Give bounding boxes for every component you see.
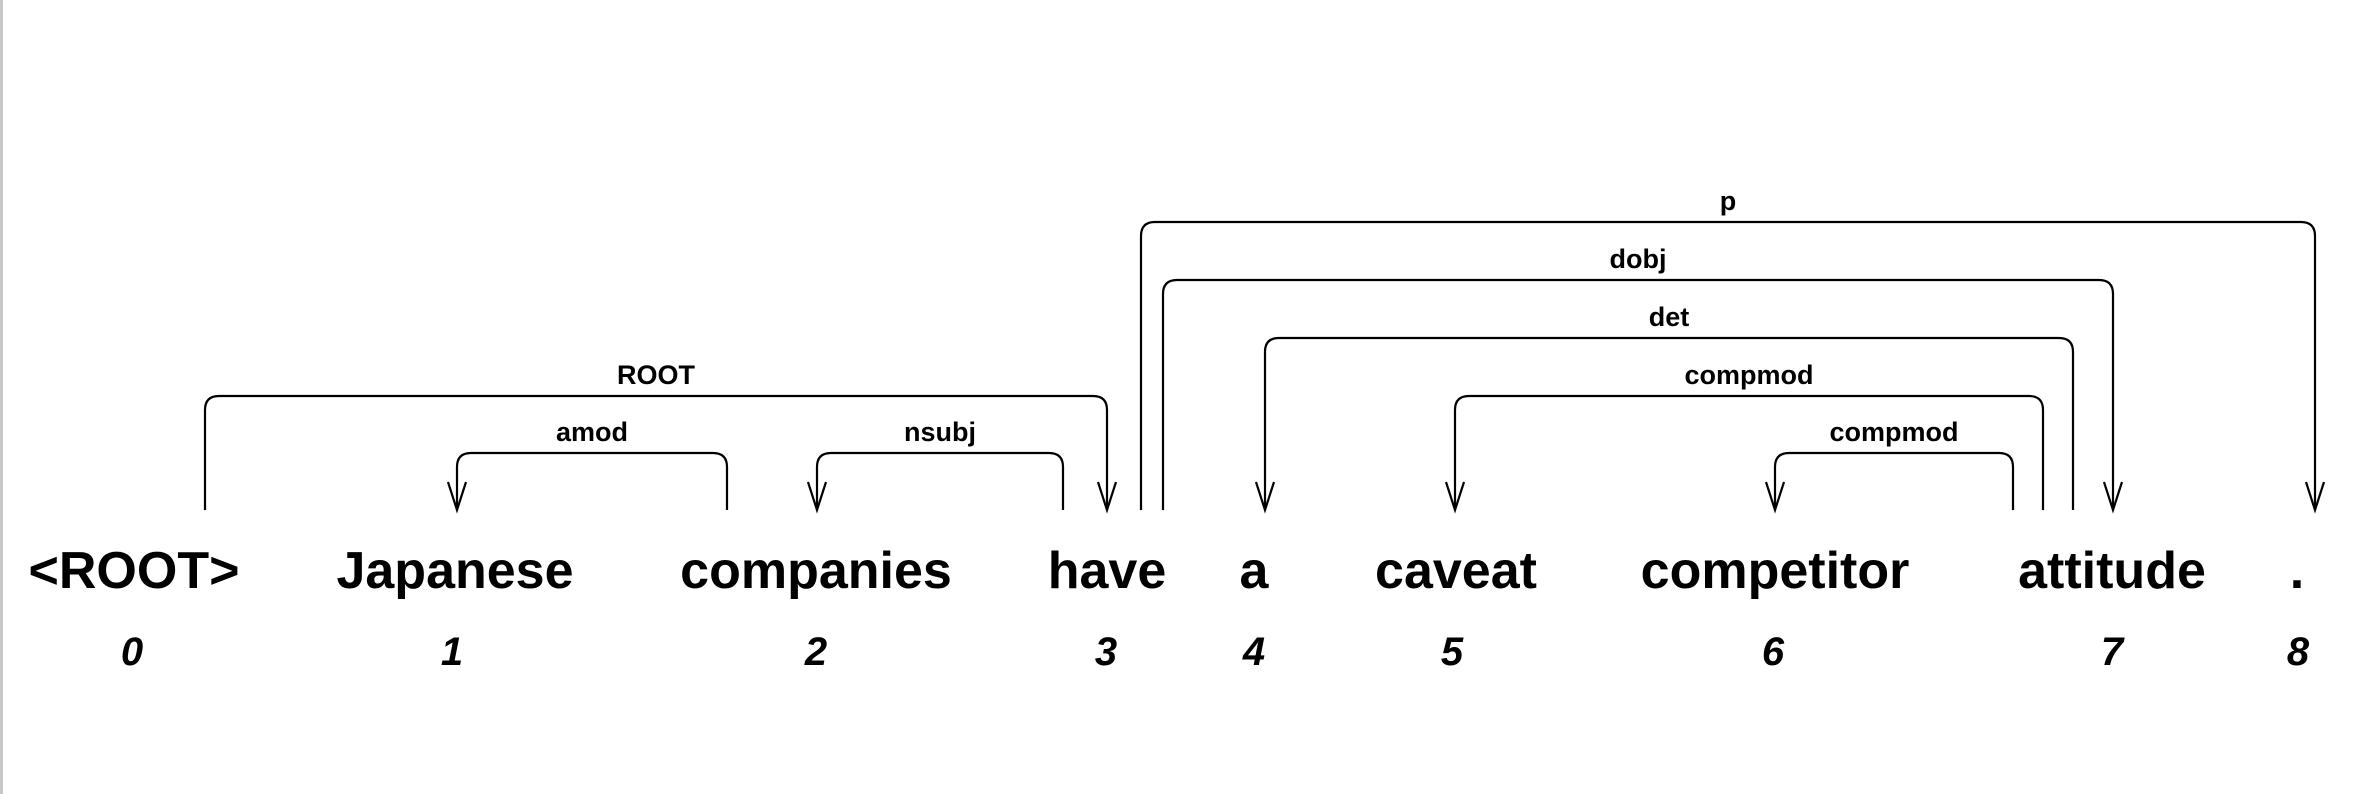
- tokens-layer: <ROOT> 0 Japanese 1 companies 2 have 3 a 4 caveat 5…: [29, 542, 2310, 674]
- arrowhead-icon: [2102, 481, 2124, 514]
- token-word: Japanese: [336, 542, 573, 600]
- arc-label: nsubj: [904, 417, 976, 447]
- token-index: 5: [1441, 630, 1464, 674]
- token-index: 4: [1242, 630, 1265, 674]
- token-word: have: [1048, 542, 1167, 600]
- arc-compmod: compmod: [1444, 360, 2045, 514]
- arc-amod: amod: [446, 417, 729, 514]
- token-word: a: [1240, 542, 1270, 600]
- arc-line: [1139, 220, 2317, 510]
- token-word: attitude: [2018, 542, 2206, 600]
- arc-label: ROOT: [617, 360, 696, 390]
- token-index: 3: [1095, 630, 1117, 674]
- token-word: companies: [680, 542, 952, 600]
- token-word: competitor: [1641, 542, 1910, 600]
- arc-label: det: [1649, 302, 1690, 332]
- arc-label: compmod: [1829, 417, 1958, 447]
- arrowhead-icon: [1444, 481, 1466, 514]
- left-border: [0, 0, 3, 794]
- arrowhead-icon: [806, 481, 828, 514]
- arc-line: [203, 394, 1109, 510]
- arc-p: p: [1139, 186, 2326, 514]
- token-word: <ROOT>: [29, 542, 240, 600]
- arc-line: [1773, 451, 2015, 510]
- token-index: 2: [804, 630, 827, 674]
- token-index: 0: [121, 630, 143, 674]
- arc-line: [1161, 278, 2115, 510]
- arrowhead-icon: [2304, 481, 2326, 514]
- arc-label: compmod: [1684, 360, 1813, 390]
- token-index: 6: [1762, 630, 1785, 674]
- arc-dobj: dobj: [1161, 244, 2124, 514]
- token-index: 1: [441, 630, 463, 674]
- token-word: caveat: [1375, 542, 1537, 600]
- token-index: 7: [2101, 630, 2125, 674]
- arc-line: [815, 451, 1065, 510]
- arc-nsubj: nsubj: [806, 417, 1065, 514]
- arcs-layer: ROOT amod nsubj p dobj det compmod compmod: [203, 186, 2326, 514]
- token-word: .: [2290, 542, 2304, 600]
- arc-label: amod: [556, 417, 628, 447]
- arc-line: [1263, 336, 2075, 510]
- arc-line: [1453, 394, 2045, 510]
- token-index: 8: [2287, 630, 2310, 674]
- arc-det: det: [1254, 302, 2075, 514]
- arrowhead-icon: [1764, 481, 1786, 514]
- arc-compmod: compmod: [1764, 417, 2015, 514]
- arc-label: p: [1720, 186, 1737, 216]
- arrowhead-icon: [446, 481, 468, 514]
- arrowhead-icon: [1096, 481, 1118, 514]
- arc-line: [455, 451, 729, 510]
- arc-root: ROOT: [203, 360, 1118, 514]
- arrowhead-icon: [1254, 481, 1276, 514]
- arc-label: dobj: [1610, 244, 1667, 274]
